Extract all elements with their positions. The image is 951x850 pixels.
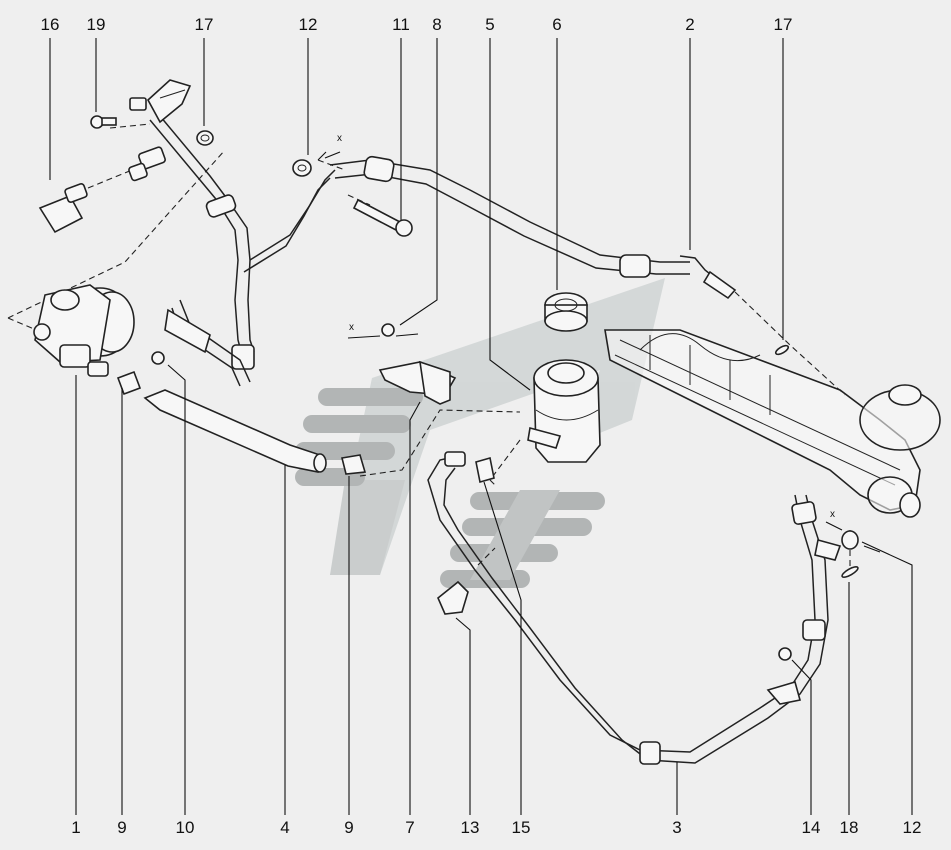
- callout-16: 16: [41, 15, 60, 34]
- return-hose: [427, 451, 842, 765]
- callout-14: 14: [802, 818, 821, 837]
- hose-clamp: [437, 580, 469, 615]
- callout-15: 15: [512, 818, 531, 837]
- pressure-pipe-left: [149, 115, 336, 387]
- callout-9-left: 9: [117, 818, 126, 837]
- callout-4: 4: [280, 818, 289, 837]
- x-mark-1: x: [337, 133, 342, 144]
- callout-17-right: 17: [774, 15, 793, 34]
- callout-8: 8: [432, 15, 441, 34]
- pipe-2-return: [329, 155, 737, 300]
- pipe-bracket-top: [129, 79, 192, 124]
- callout-17-left: 17: [195, 15, 214, 34]
- callout-7: 7: [405, 818, 414, 837]
- fluid-reservoir: [527, 292, 601, 463]
- callout-12-top: 12: [299, 15, 318, 34]
- leader-lines: [49, 38, 913, 815]
- callout-10: 10: [176, 818, 195, 837]
- callout-2: 2: [685, 15, 694, 34]
- power-steering-pump: [33, 284, 135, 377]
- callout-labels-top: 16 19 17 12 11 8 5 6 2 17: [41, 15, 793, 34]
- steering-gear: [604, 329, 941, 518]
- callout-5: 5: [485, 15, 494, 34]
- callout-6: 6: [552, 15, 561, 34]
- callout-18: 18: [840, 818, 859, 837]
- x-mark-3: x: [830, 509, 835, 520]
- x-mark-2: x: [349, 322, 354, 333]
- callout-9-right: 9: [344, 818, 353, 837]
- reservoir-bracket: [378, 360, 457, 405]
- small-hardware: [90, 115, 859, 661]
- callout-12-bottom: 12: [903, 818, 922, 837]
- x-marks: x x x: [317, 133, 881, 553]
- callout-13: 13: [461, 818, 480, 837]
- callout-11: 11: [392, 15, 410, 34]
- callout-19: 19: [87, 15, 106, 34]
- callout-1: 1: [71, 818, 80, 837]
- pressure-sensor: [38, 146, 166, 234]
- callout-labels-bottom: 1 9 10 4 9 7 13 15 3 14 18 12: [71, 818, 921, 837]
- callout-3: 3: [672, 818, 681, 837]
- watermark-logo: [295, 278, 665, 588]
- feed-hose: [143, 389, 367, 475]
